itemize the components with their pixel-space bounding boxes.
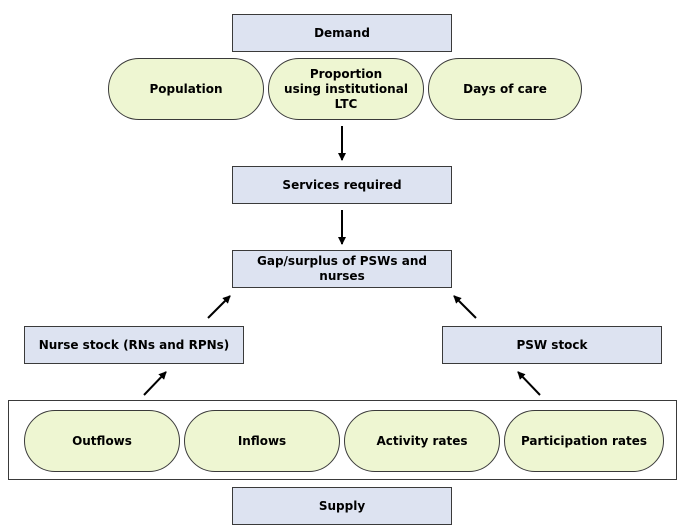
arrow-psw-stock-to-gap — [453, 295, 477, 319]
nurse-stock-box: Nurse stock (RNs and RPNs) — [24, 326, 244, 364]
inflows-node: Inflows — [184, 410, 340, 472]
arrow-nurse-stock-to-gap — [207, 295, 231, 319]
supply-box: Supply — [232, 487, 452, 525]
participation-rates-node: Participation rates — [504, 410, 664, 472]
arrow-supply-to-psw-stock — [517, 371, 541, 396]
population-node: Population — [108, 58, 264, 120]
nurse-stock-label: Nurse stock (RNs and RPNs) — [38, 337, 230, 352]
proportion-ltc-label: Proportion using institutional LTC — [284, 66, 408, 111]
population-label: Population — [149, 81, 223, 96]
services-required-label: Services required — [282, 177, 402, 192]
psw-stock-box: PSW stock — [442, 326, 662, 364]
participation-rates-label: Participation rates — [520, 433, 648, 448]
demand-box: Demand — [232, 14, 452, 52]
gap-surplus-label: Gap/surplus of PSWs and nurses — [257, 254, 427, 283]
activity-rates-node: Activity rates — [344, 410, 500, 472]
inflows-label: Inflows — [237, 433, 287, 448]
days-of-care-label: Days of care — [463, 81, 547, 96]
services-required-box: Services required — [232, 166, 452, 204]
gap-surplus-box: Gap/surplus of PSWs and nurses — [232, 250, 452, 288]
outflows-node: Outflows — [24, 410, 180, 472]
arrow-supply-to-nurse-stock — [143, 371, 167, 396]
demand-label: Demand — [314, 25, 370, 40]
outflows-label: Outflows — [72, 433, 132, 448]
activity-rates-label: Activity rates — [376, 433, 468, 448]
psw-stock-label: PSW stock — [516, 337, 588, 352]
days-of-care-node: Days of care — [428, 58, 582, 120]
supply-label: Supply — [318, 498, 366, 513]
proportion-ltc-node: Proportion using institutional LTC — [268, 58, 424, 120]
